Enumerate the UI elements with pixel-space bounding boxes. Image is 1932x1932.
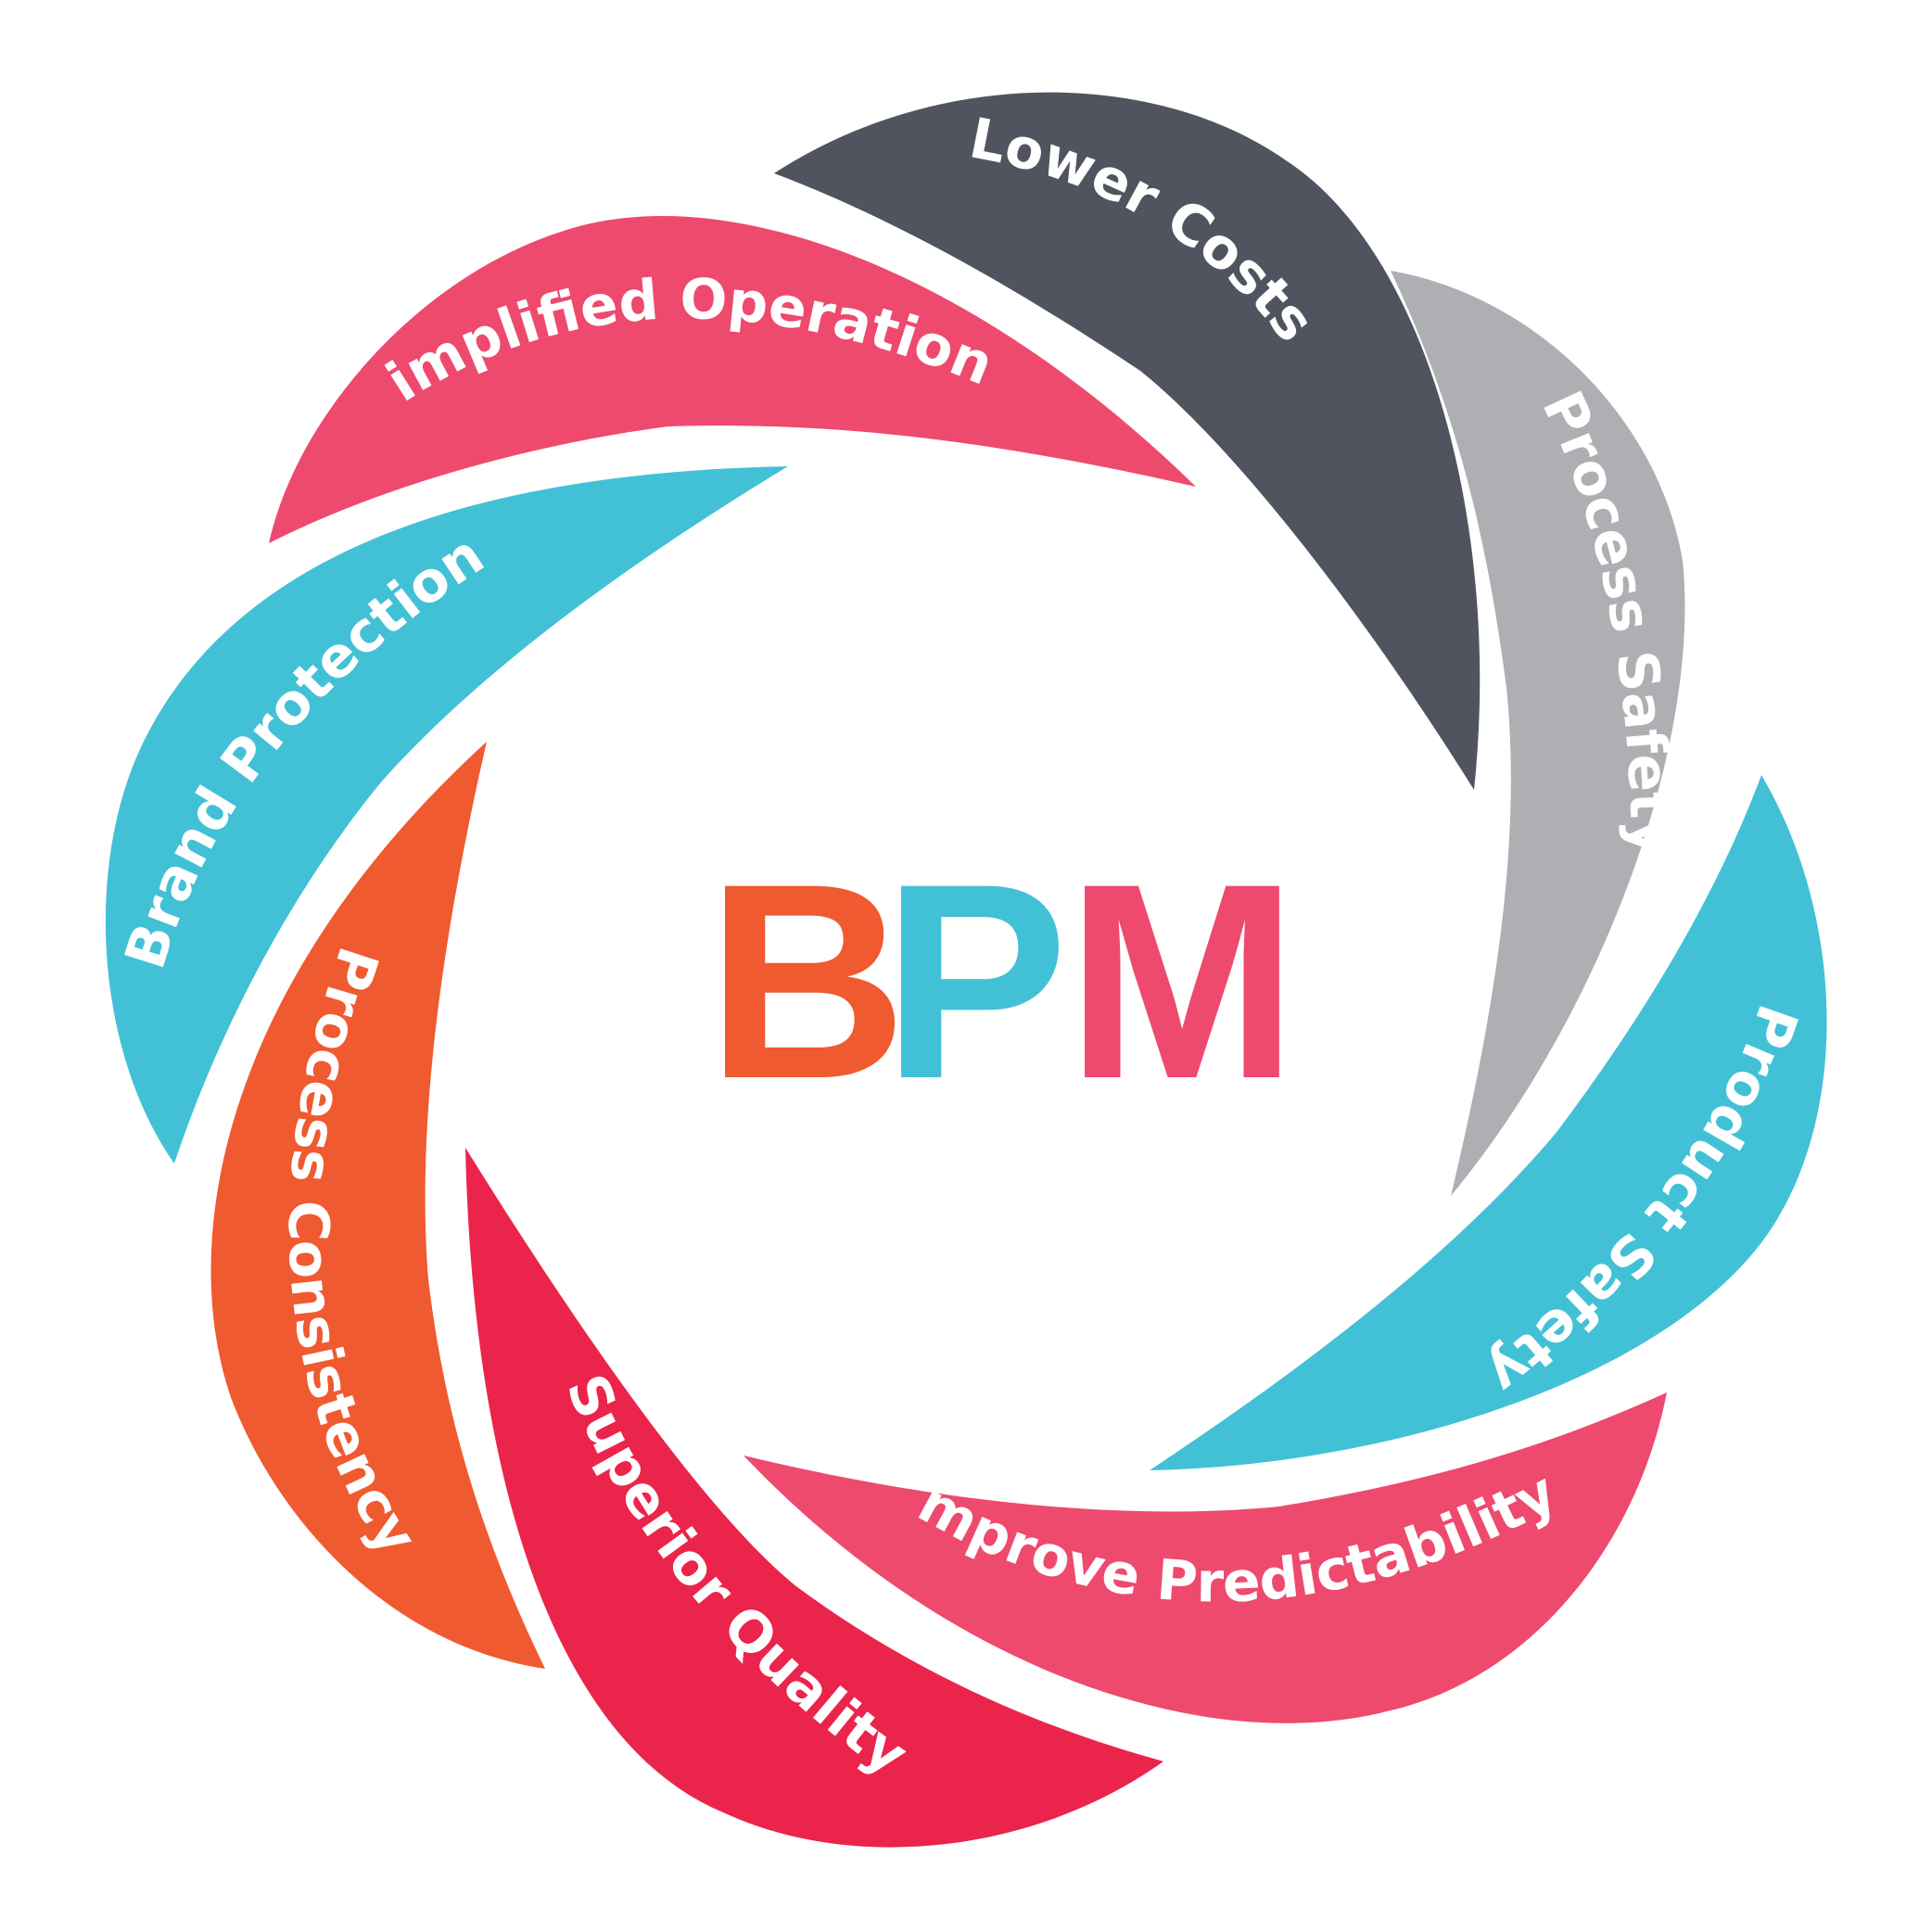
segment-improve-predictability (744, 1392, 1667, 1723)
segment-brand-protection (105, 466, 789, 1163)
center-letter-b: B (706, 825, 908, 1137)
segment-superior-quality (465, 1148, 1163, 1848)
center-letter-m: M (1066, 825, 1298, 1137)
segment-process-safety (1391, 271, 1685, 1196)
label-simplified-operations: Simplified Operations (0, 0, 1002, 414)
segment-lower-costs (774, 92, 1481, 790)
segment-product-safety (1150, 775, 1827, 1470)
segment-simplified-operations (269, 215, 1196, 543)
segment-process-consistency (210, 742, 545, 1669)
center-title: B P M (706, 825, 1298, 1137)
center-letter-p: P (883, 825, 1068, 1137)
